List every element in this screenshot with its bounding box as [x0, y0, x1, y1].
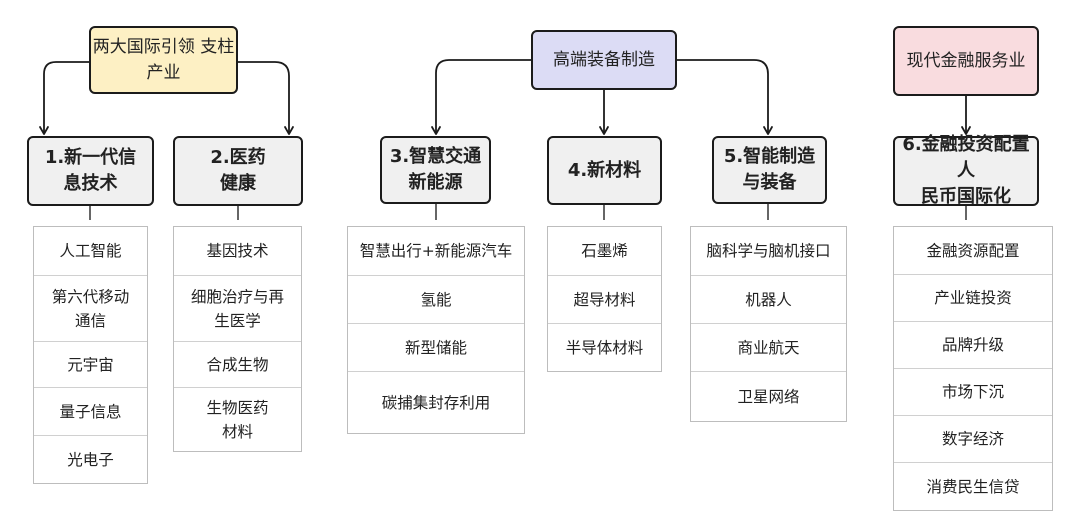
arrow-to-col5: [677, 59, 773, 135]
list-item: 新型储能: [348, 323, 524, 371]
list-item: 超导材料: [548, 275, 661, 323]
top-node-international-pillar: 两大国际引领 支柱产业: [89, 26, 238, 94]
list-item: 石墨烯: [581, 242, 628, 260]
top-node-modern-finance: 现代金融服务业: [893, 26, 1039, 96]
top-node-high-end-equipment: 高端装备制造: [531, 30, 677, 90]
list-item: 金融资源配置: [926, 241, 1020, 260]
list-item: 量子信息: [34, 387, 147, 435]
list-item: 消费民生信贷: [894, 462, 1052, 510]
list-item: 市场下沉: [894, 368, 1052, 415]
list-item: 半导体材料: [548, 323, 661, 371]
category-node-1: 1.新一代信 息技术: [27, 136, 154, 206]
list-item: 品牌升级: [894, 321, 1052, 368]
list-item: 数字经济: [894, 415, 1052, 462]
arrow-to-col3: [431, 59, 531, 135]
list-item: 光电子: [34, 435, 147, 483]
list-item: 人工智能: [59, 242, 122, 260]
list-item: 卫星网络: [691, 371, 846, 421]
list-item: 基因技术: [206, 242, 269, 260]
list-item: 产业链投资: [894, 274, 1052, 321]
item-list-col4: 石墨烯 超导材料 半导体材料: [547, 226, 662, 372]
category-node-4: 4.新材料: [547, 136, 662, 205]
item-list-col3: 智慧出行+新能源汽车 氢能 新型储能 碳捕集封存利用: [347, 226, 525, 434]
category-node-5: 5.智能制造 与装备: [712, 136, 827, 204]
list-item: 氢能: [348, 275, 524, 323]
list-item: 机器人: [691, 275, 846, 323]
list-item: 生物医药 材料: [174, 387, 301, 451]
arrow-to-col1: [39, 61, 89, 135]
item-list-col2: 基因技术 细胞治疗与再 生医学 合成生物 生物医药 材料: [173, 226, 302, 452]
list-item: 商业航天: [691, 323, 846, 371]
item-list-col5: 脑科学与脑机接口 机器人 商业航天 卫星网络: [690, 226, 847, 422]
list-item: 第六代移动 通信: [34, 275, 147, 341]
item-list-col6: 金融资源配置 产业链投资 品牌升级 市场下沉 数字经济 消费民生信贷: [893, 226, 1053, 511]
list-item: 细胞治疗与再 生医学: [174, 275, 301, 341]
category-node-3: 3.智慧交通 新能源: [380, 136, 491, 204]
item-list-col1: 人工智能 第六代移动 通信 元宇宙 量子信息 光电子: [33, 226, 148, 484]
list-item: 智慧出行+新能源汽车: [359, 242, 513, 260]
list-item: 碳捕集封存利用: [348, 371, 524, 433]
category-node-6: 6.金融投资配置人 民币国际化: [893, 134, 1039, 207]
list-item: 合成生物: [174, 341, 301, 387]
list-item: 脑科学与脑机接口: [706, 242, 831, 260]
list-item: 元宇宙: [34, 341, 147, 387]
arrow-to-col2: [238, 61, 294, 135]
category-node-2: 2.医药 健康: [173, 136, 303, 206]
